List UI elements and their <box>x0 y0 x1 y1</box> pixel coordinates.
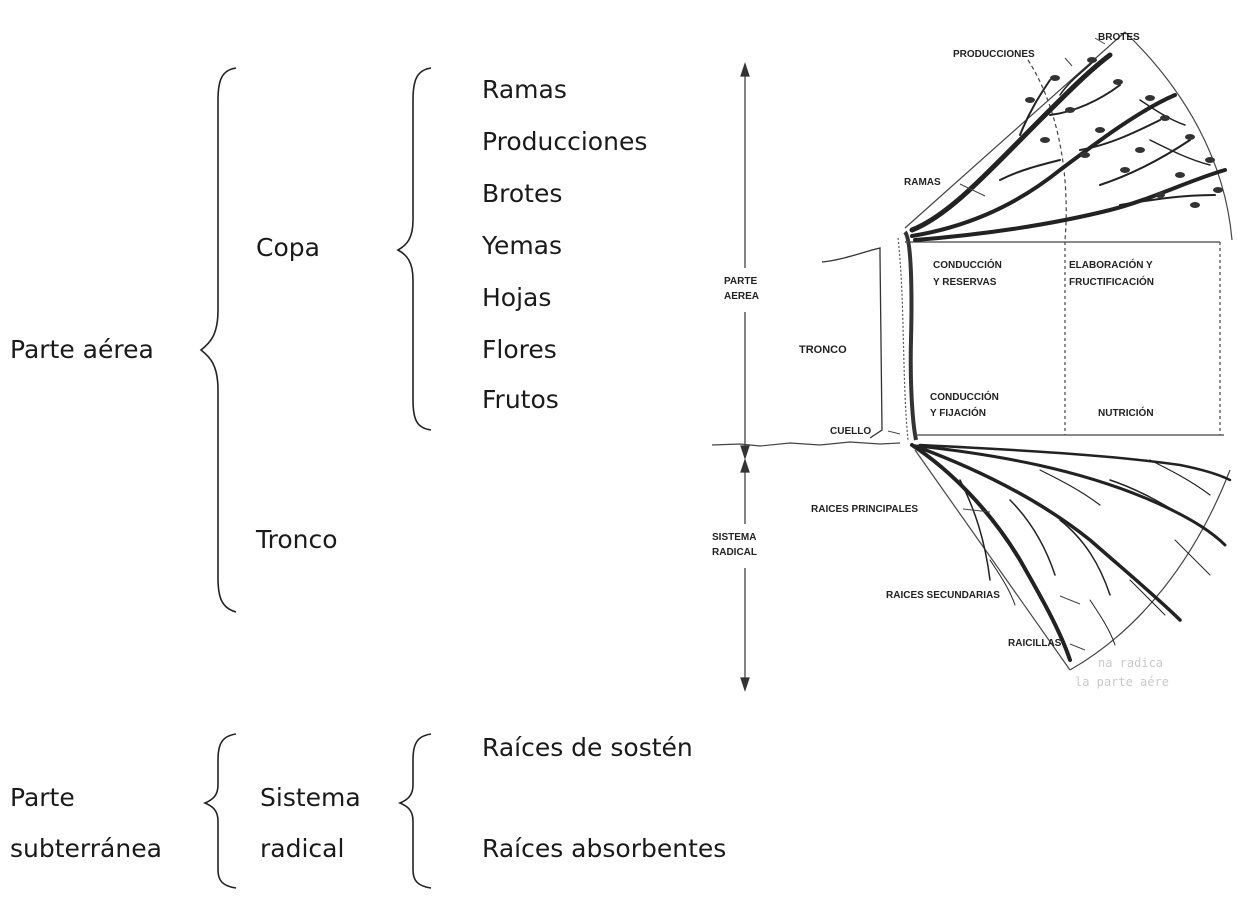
brace-copa <box>396 67 432 431</box>
dlabel-radical: RADICAL <box>712 547 757 558</box>
dlabel-nutricion: NUTRICIÓN <box>1098 406 1154 419</box>
copa-item-yemas: Yemas <box>482 231 563 260</box>
raices-absorbentes: Raíces absorbentes <box>482 834 727 863</box>
crown-edge-top <box>904 31 1126 229</box>
dlabel-conduccion-fijacion-1: CONDUCCIÓN <box>930 390 999 403</box>
dlabel-aerea: AEREA <box>724 291 759 302</box>
dlabel-parte: PARTE <box>724 276 757 287</box>
copa-item-flores: Flores <box>482 335 557 364</box>
label-parte-aerea: Parte aérea <box>10 335 154 364</box>
arrow-head-down-2 <box>740 677 750 692</box>
label-parte: Parte <box>10 783 75 812</box>
dlabel-raices-principales: RAICES PRINCIPALES <box>811 504 918 515</box>
dlabel-elaboracion-2: FRUCTIFICACIÓN <box>1069 275 1154 288</box>
dlabel-brotes: BROTES <box>1098 32 1140 43</box>
tronco-bracket <box>821 247 883 439</box>
dlabel-sistema: SISTEMA <box>712 532 756 543</box>
ground-line <box>711 441 901 447</box>
brace-sistema-radical <box>397 733 432 889</box>
dlabel-conduccion-reservas-2: Y RESERVAS <box>933 277 997 288</box>
dlabel-cuello: CUELLO <box>830 426 871 437</box>
brace-parte-aerea <box>199 67 237 613</box>
arrow-head-up <box>740 62 750 77</box>
copa-item-producciones: Producciones <box>482 127 648 156</box>
faded-text-1: na radica <box>1098 656 1163 670</box>
label-radical: radical <box>260 834 345 863</box>
dlabel-tronco: TRONCO <box>799 344 847 356</box>
copa-item-hojas: Hojas <box>482 283 552 312</box>
brace-parte-subterranea <box>202 733 237 889</box>
dlabel-elaboracion-1: ELABORACIÓN Y <box>1069 258 1153 271</box>
root-arc <box>1069 469 1231 671</box>
dlabel-raices-secundarias: RAICES SECUNDARIAS <box>886 590 1000 601</box>
dlabel-raicillas: RAICILLAS <box>1008 638 1062 649</box>
label-subterranea: subterránea <box>10 834 162 863</box>
crown-arc-top <box>1124 31 1233 241</box>
label-sistema: Sistema <box>260 783 361 812</box>
label-tronco: Tronco <box>256 525 338 554</box>
label-copa: Copa <box>256 233 320 262</box>
trunk <box>903 230 918 441</box>
copa-item-ramas: Ramas <box>482 75 567 104</box>
root-edge-bottom <box>914 449 1071 671</box>
dlabel-ramas: RAMAS <box>904 177 941 188</box>
raices-sosten: Raíces de sostén <box>482 733 693 762</box>
faded-text-2: la parte aére <box>1075 675 1169 689</box>
copa-item-frutos: Frutos <box>482 385 559 414</box>
dlabel-producciones: PRODUCCIONES <box>953 49 1035 60</box>
dlabel-conduccion-fijacion-2: Y FIJACIÓN <box>930 406 986 419</box>
dlabel-conduccion-reservas-1: CONDUCCIÓN <box>933 258 1002 271</box>
arrow-head-down <box>740 445 750 460</box>
arrow-head-up-2 <box>740 458 750 473</box>
copa-item-brotes: Brotes <box>482 179 563 208</box>
